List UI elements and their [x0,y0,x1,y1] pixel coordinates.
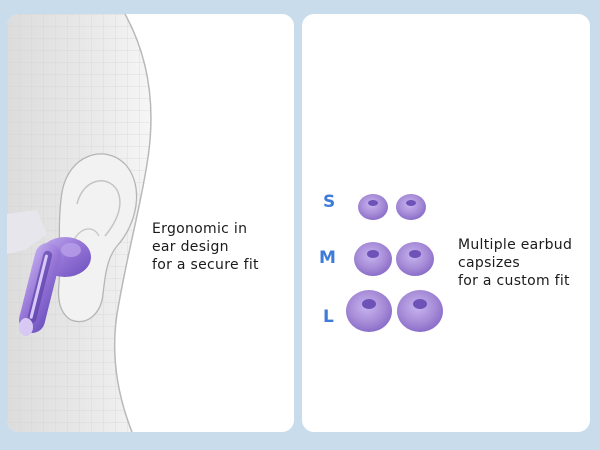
caption-line: ear design [152,239,229,255]
custom-fit-caption: Multiple earbud capsizes for a custom fi… [458,236,572,290]
caption-line: for a secure fit [152,257,259,273]
caption-line: Multiple earbud [458,237,573,253]
ergonomic-panel: Ergonomic in ear design for a secure fit [7,14,294,432]
caption-line: capsizes [458,255,521,271]
ear-tip-m-icon [396,242,434,276]
ear-illustration [57,153,138,323]
ear-tip-sizes-panel: S M L [302,14,590,432]
ear-tip-l-icon [346,290,392,332]
ear-with-earbud-illustration [7,14,152,432]
ear-tips-illustration [346,194,443,332]
size-label-l: L [323,307,334,327]
caption-line: Ergonomic in [152,221,248,237]
ear-tip-m-icon [354,242,392,276]
earbud-illustration [7,210,91,336]
size-label-s: S [323,192,336,212]
caption-line: for a custom fit [458,273,570,289]
ear-tip-s-icon [358,194,388,220]
ear-tip-l-icon [397,290,443,332]
ergonomic-caption: Ergonomic in ear design for a secure fit [152,220,259,274]
ear-tip-s-icon [396,194,426,220]
size-label-m: M [319,248,336,268]
